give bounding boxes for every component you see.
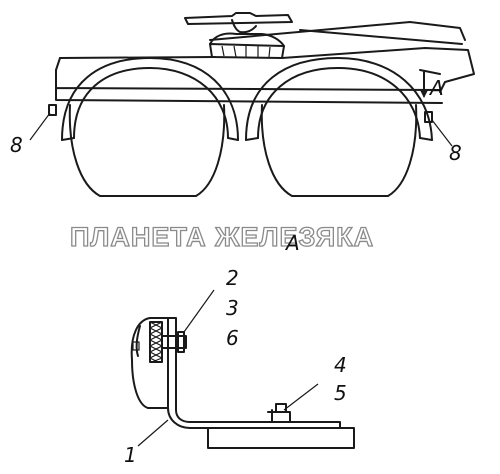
mounting-plate	[207, 427, 355, 449]
callout-5: 5	[334, 381, 347, 405]
watermark: ПЛАНЕТА ЖЕЛЕЗЯКА	[70, 222, 374, 252]
left-marker-lamp	[48, 104, 57, 116]
lamp-housing	[130, 317, 169, 409]
callout-3: 3	[226, 296, 239, 320]
callout-4: 4	[334, 353, 347, 377]
bracket-detail-view	[130, 289, 355, 449]
callout-2: 2	[226, 266, 239, 290]
right-wheel	[260, 104, 418, 197]
nut	[177, 331, 185, 353]
right-marker-lamp	[424, 111, 433, 123]
callout-8-left: 8	[10, 133, 23, 157]
view-label-a: A	[284, 231, 300, 255]
callout-1: 1	[124, 443, 137, 467]
arrow-label-a: A	[428, 76, 444, 100]
trailer-side-view	[29, 12, 475, 197]
trailer-frame	[59, 47, 475, 93]
left-fender	[61, 57, 239, 141]
l-bracket	[167, 317, 341, 429]
callout-8-right: 8	[449, 141, 462, 165]
bolt	[161, 335, 187, 349]
callout-6: 6	[226, 326, 239, 350]
coupling-assembly	[184, 12, 293, 59]
gasket	[149, 321, 163, 363]
left-wheel	[68, 104, 226, 197]
right-fender	[245, 57, 433, 141]
